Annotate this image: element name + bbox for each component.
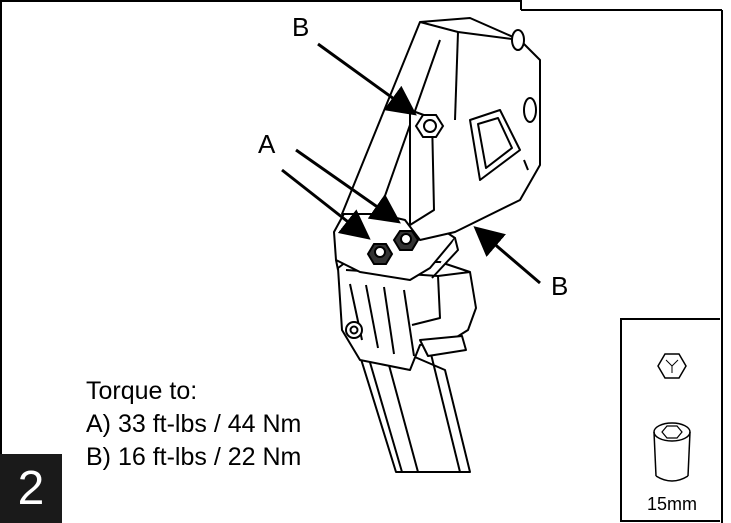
leader-b-top xyxy=(317,42,417,116)
leader-a-upper xyxy=(295,148,401,224)
leader-lines xyxy=(281,42,541,285)
callout-b-right: B xyxy=(551,271,569,301)
callout-b-top: B xyxy=(292,12,310,42)
leader-a-lower xyxy=(281,168,371,240)
torque-spec: Torque to: A) 33 ft-lbs / 44 Nm B) 16 ft… xyxy=(86,375,301,474)
leader-b-right xyxy=(473,226,541,285)
bolt-a-left xyxy=(366,243,394,265)
torque-line-b: B) 16 ft-lbs / 22 Nm xyxy=(86,443,302,471)
tool-panel: 15mm xyxy=(620,318,720,522)
bolt-a-right xyxy=(392,230,420,251)
step-number-badge: 2 xyxy=(0,454,62,523)
callout-a: A xyxy=(258,129,276,159)
bolt-b-top xyxy=(414,114,445,138)
socket-icon xyxy=(653,422,691,482)
hex-bolt-icon xyxy=(657,353,687,379)
torque-heading: Torque to: xyxy=(86,377,198,405)
torque-line-a: A) 33 ft-lbs / 44 Nm xyxy=(86,410,302,438)
socket-size-label: 15mm xyxy=(646,494,697,514)
